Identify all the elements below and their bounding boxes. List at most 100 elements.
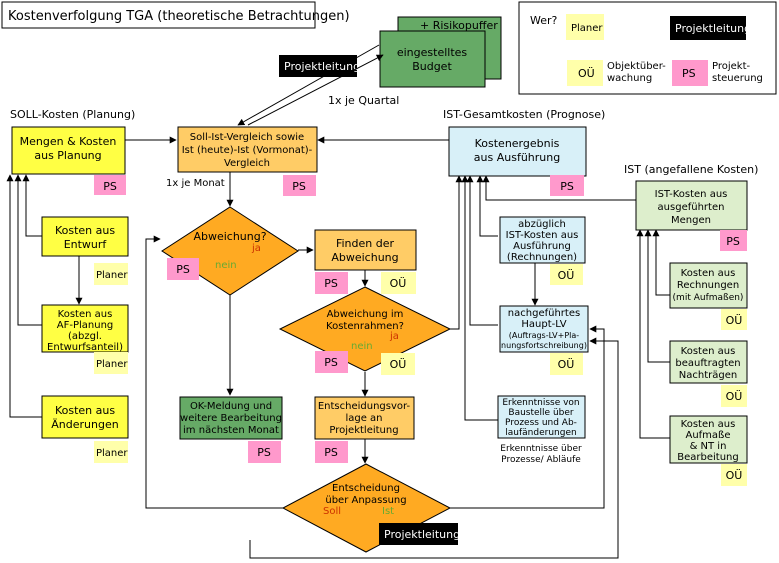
abweichung-ps-tag bbox=[167, 258, 199, 280]
ist-nachtraege-oue-tag bbox=[721, 385, 747, 407]
ergebnis-line-1: Kostenergebnis bbox=[475, 137, 560, 150]
ist-aufmasse-line-3: & NT in bbox=[690, 441, 727, 452]
ist-gesamt-section-heading: IST-Gesamtkosten (Prognose) bbox=[443, 108, 605, 121]
vergleich-line-3: Vergleich bbox=[224, 158, 270, 169]
soll-af-box bbox=[41, 304, 129, 353]
entscheidung-line-2: über Anpassung bbox=[325, 495, 406, 506]
ergebnis-ps-tag bbox=[550, 175, 584, 196]
aufmasse-to-ist bbox=[636, 229, 670, 439]
soll-af-line-2: AF-Planung bbox=[57, 320, 114, 331]
entscheidung-diamond bbox=[281, 463, 452, 553]
abzueglich-line-2: IST-Kosten aus bbox=[506, 230, 579, 241]
abzueglich-line-3: Ausführung bbox=[513, 241, 571, 252]
ist-aufmasse-line-4: Bearbeitung bbox=[677, 452, 738, 463]
soll-mengen-ps-label: PS bbox=[103, 180, 117, 193]
erkenntnisse-caption-1: Erkenntnisse über bbox=[500, 444, 582, 454]
erkenntnisse-line-2: Baustelle über bbox=[508, 408, 574, 418]
ist-rechnungen-oue-label: OÜ bbox=[726, 314, 743, 327]
soll-entwurf-box bbox=[41, 216, 129, 257]
entscheidung-soll: Soll bbox=[323, 506, 341, 517]
ergebnis-line-2: aus Ausführung bbox=[474, 151, 560, 164]
soll-aenderungen-line-1: Kosten aus bbox=[55, 404, 115, 417]
entscheidung-ist-loop bbox=[449, 325, 605, 509]
legend-planer-swatch bbox=[566, 14, 604, 40]
soll-af-line-3: (abzgl. bbox=[68, 331, 102, 342]
ok-ps-label: PS bbox=[257, 446, 271, 459]
budget-line-1: eingestelltes bbox=[397, 46, 468, 59]
erkenntnisse-box bbox=[497, 395, 586, 439]
soll-mengen-line-2: aus Planung bbox=[34, 149, 101, 162]
vorlage-line-1: Entscheidungsvor- bbox=[318, 401, 411, 412]
vergleich-line-2: Ist (heute)-Ist (Vormonat)- bbox=[182, 145, 313, 156]
rahmen-oue-label: OÜ bbox=[390, 358, 407, 371]
legend-heading: Wer? bbox=[530, 14, 558, 27]
ist-mengen-line-3: Mengen bbox=[671, 215, 711, 226]
budget-group: + Risikopuffer eingestelltes Budget Proj… bbox=[279, 16, 502, 107]
nachgefuehrt-line-1: nachgeführtes bbox=[508, 308, 580, 319]
connectors bbox=[6, 44, 670, 559]
budget-projektleitung-badge bbox=[279, 55, 357, 77]
abweichung-ja: ja bbox=[251, 243, 261, 254]
soll-section-heading: SOLL-Kosten (Planung) bbox=[10, 108, 135, 121]
legend-ps-desc-1: Projekt- bbox=[712, 61, 751, 72]
abzueglich-to-ergebnis bbox=[476, 175, 498, 237]
legend-ps-label: PS bbox=[682, 67, 696, 80]
ist-section-heading: IST (angefallene Kosten) bbox=[624, 163, 758, 176]
abweichung-diamond bbox=[161, 206, 299, 296]
abzueglich-box bbox=[499, 216, 586, 264]
rahmen-ja: ja bbox=[389, 331, 399, 342]
ist-aufmasse-line-1: Kosten aus bbox=[681, 419, 736, 430]
vorlage-line-3: Projektleitung bbox=[329, 425, 398, 436]
aenderungen-to-mengen bbox=[6, 174, 42, 418]
soll-af-planer-label: Planer bbox=[96, 359, 128, 370]
budget-link-a bbox=[237, 44, 380, 126]
vorlage-box bbox=[314, 396, 415, 440]
outer-loop-to-lv bbox=[249, 337, 619, 559]
ergebnis-box bbox=[448, 126, 587, 177]
abzueglich-line-1: abzüglich bbox=[518, 219, 566, 230]
monthly-label: 1x je Monat bbox=[166, 178, 225, 189]
erkenntnisse-line-3: Prozess und Ab- bbox=[505, 418, 577, 428]
rahmen-diamond bbox=[278, 286, 452, 372]
vergleich-box bbox=[177, 126, 318, 173]
legend-oue-swatch bbox=[567, 60, 603, 86]
legend-oue-label: OÜ bbox=[578, 67, 595, 80]
soll-entwurf-line-2: Entwurf bbox=[64, 238, 108, 251]
ist-mengen-box bbox=[635, 180, 748, 231]
nachgefuehrt-line-2: Haupt-LV bbox=[521, 319, 566, 330]
soll-af-line-1: Kosten aus bbox=[58, 309, 113, 320]
entscheidung-projektleitung-label: Projektleitung bbox=[384, 528, 460, 541]
vergleich-ps-tag bbox=[283, 175, 316, 196]
ist-rechnungen-box bbox=[669, 262, 748, 309]
ok-line-3: im nächsten Monat bbox=[183, 425, 279, 436]
ist-nachtraege-line-3: Nachträgen bbox=[679, 370, 737, 381]
legend-oue-desc-1: Objektüber- bbox=[607, 61, 666, 72]
ist-aufmasse-line-2: Aufmaße bbox=[685, 430, 730, 441]
ist-rechnungen-line-2: Rechnungen bbox=[677, 280, 739, 291]
vorlage-ps-tag bbox=[315, 441, 348, 463]
ist-aufmasse-oue-label: OÜ bbox=[726, 469, 743, 482]
entscheidung-ist: Ist bbox=[382, 506, 394, 517]
legend-ps-desc-2: steuerung bbox=[712, 73, 763, 84]
entwurf-to-mengen bbox=[22, 174, 42, 237]
vorlage-ps-label: PS bbox=[324, 446, 338, 459]
soll-mengen-line-1: Mengen & Kosten bbox=[20, 135, 117, 148]
finden-oue-tag bbox=[381, 272, 416, 294]
ist-aufmasse-oue-tag bbox=[721, 464, 747, 486]
ist-nachtraege-box bbox=[669, 340, 748, 384]
soll-af-planer-tag bbox=[94, 352, 128, 374]
abweichung-question: Abweichung? bbox=[193, 230, 266, 243]
legend-ps-swatch bbox=[672, 60, 708, 86]
budget-projektleitung-label: Projektleitung bbox=[284, 60, 360, 73]
legend-projektleitung-swatch bbox=[670, 16, 746, 40]
ok-box bbox=[179, 396, 283, 440]
rahmen-nein: nein bbox=[351, 341, 373, 352]
ist-rechnungen-line-1: Kosten aus bbox=[681, 268, 736, 279]
erkenntnisse-caption-2: Prozesse/ Abläufe bbox=[501, 455, 581, 465]
ist-mengen-ps-label: PS bbox=[726, 235, 740, 248]
nachtraege-to-ist bbox=[644, 229, 670, 363]
legend: Wer? Planer Projektleitung OÜ Objektüber… bbox=[518, 1, 777, 95]
ist-nachtraege-line-2: beauftragten bbox=[675, 358, 740, 369]
budget-link-b bbox=[247, 54, 384, 126]
